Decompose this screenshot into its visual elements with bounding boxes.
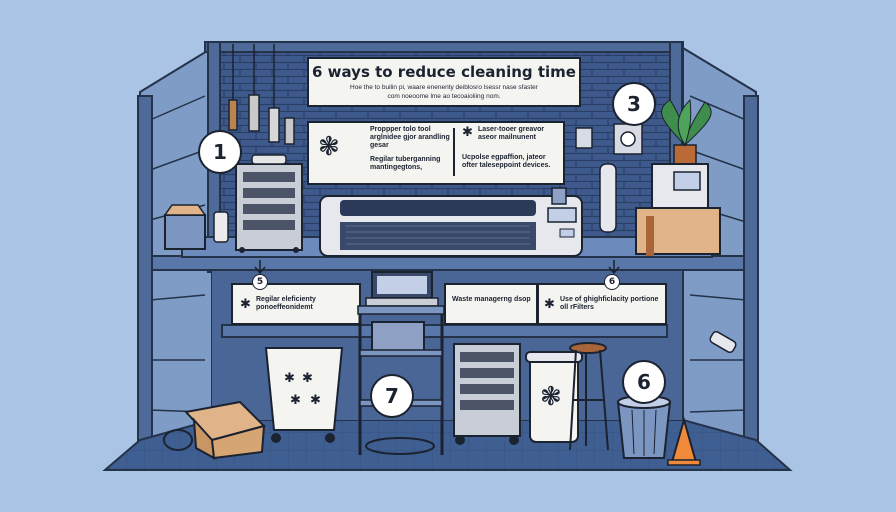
wall-lamp (709, 331, 737, 353)
shelf-label-board-2 (444, 283, 538, 325)
gear-icon: ✱ (310, 393, 321, 408)
step-marker-1: 1 (198, 130, 242, 174)
banner-subtitle-line2: com noeoome lme ao tecoaioliing nom. (387, 93, 501, 100)
panel-left-text1: Proppper tolo tool arglnidee gjor arandl… (370, 126, 450, 150)
gear-icon: ✱ (240, 297, 251, 312)
remote-control (599, 163, 617, 233)
shelf-label-3: Use of ghighficlacity portione oll rFilt… (560, 296, 659, 312)
trash-can (616, 395, 672, 459)
banner-title: 6 ways to reduce cleaning time (312, 63, 576, 81)
step-marker-7: 7 (370, 374, 414, 418)
cardboard-box-floor (184, 400, 266, 460)
storage-crate (164, 214, 206, 250)
laptop-cart (357, 271, 445, 455)
lower-shelf (221, 324, 668, 338)
drawer-cabinet (453, 343, 521, 445)
shelf-label-board-3 (537, 283, 667, 325)
spray-bottle (213, 211, 229, 243)
gear-icon: ✱ (284, 371, 295, 386)
flower-icon: ❃ (540, 382, 562, 412)
flower-icon: ❃ (318, 132, 340, 162)
white-bin (264, 347, 344, 443)
title-banner (307, 57, 581, 107)
cleaning-machine (319, 187, 583, 257)
wall-gauge (575, 127, 593, 149)
banner-subtitle-line1: Hoe the to builin pi, waare enenenty dei… (350, 84, 538, 91)
top-rail (204, 41, 684, 53)
gear-icon: ✱ (290, 393, 301, 408)
step-marker-6-small: 6 (604, 274, 620, 290)
tool-cabinet (235, 154, 303, 253)
shelf-label-2: Waste managerng dsop (452, 296, 531, 303)
panel-right-text1: Laser-tooer greavor aseor mailnunent (478, 126, 545, 142)
gear-icon: ✱ (544, 297, 555, 312)
step-marker-6-large: 6 (622, 360, 666, 404)
counter-top (151, 255, 745, 271)
shelf-label-board-1 (231, 283, 361, 325)
hanging-tools (228, 44, 295, 145)
coiled-hose (163, 429, 193, 451)
gear-icon: ✱ (462, 125, 473, 140)
gear-icon: ✱ (302, 371, 313, 386)
shelf-label-1: Regilar eleficienty ponoeffeonidemt (256, 296, 316, 312)
step-marker-5: 5 (252, 274, 268, 290)
panel-left-text2: Regilar tuberganning mantingegtons, (370, 156, 441, 172)
step-marker-3: 3 (612, 82, 656, 126)
info-panel (307, 121, 565, 185)
tall-bin (525, 351, 583, 443)
panel-right-text2: Ucpolse egpaffion, jateor ofter talesepp… (462, 154, 551, 170)
wooden-stool (569, 342, 609, 451)
